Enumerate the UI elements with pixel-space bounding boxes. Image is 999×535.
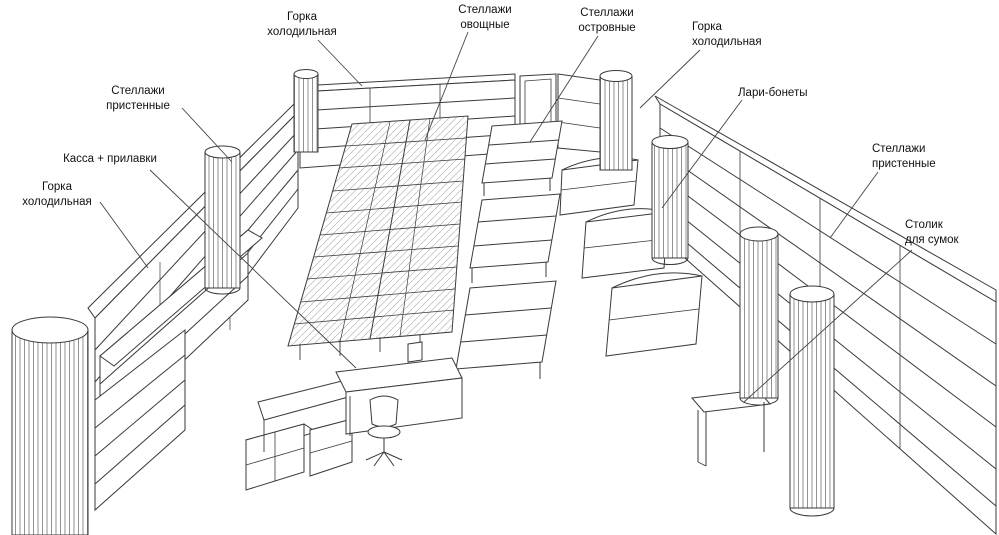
island-shelving bbox=[456, 121, 562, 386]
label-stellazhi-pristennye-right: Стеллажи пристенные bbox=[872, 143, 936, 170]
column-back-left bbox=[294, 70, 318, 153]
storage-cubes bbox=[246, 419, 362, 490]
column-right-middle bbox=[652, 136, 688, 265]
back-right-wall bbox=[558, 74, 600, 152]
label-gorka-kholodilnaya-left: Горка холодильная bbox=[22, 181, 92, 208]
column-left-middle bbox=[205, 146, 240, 294]
column-front-left bbox=[12, 317, 88, 535]
label-kassa-prilavki: Касса + прилавки bbox=[63, 153, 157, 165]
left-refrigerated-unit bbox=[95, 330, 185, 510]
column-right-front-1 bbox=[740, 227, 778, 405]
vegetable-racks bbox=[288, 116, 468, 360]
label-gorka-kholodilnaya-back-right: Горка холодильная bbox=[692, 21, 762, 48]
leader-lines bbox=[100, 32, 912, 402]
label-gorka-kholodilnaya-back-left: Горка холодильная bbox=[267, 11, 337, 38]
label-lari-bonety: Лари-бонеты bbox=[738, 87, 808, 99]
label-stolik-dlya-sumok: Столик для сумок bbox=[905, 219, 959, 246]
label-stellazhi-ovoshchnye: Стеллажи овощные bbox=[458, 4, 512, 31]
label-stellazhi-ostrovnye: Стеллажи островные bbox=[578, 7, 636, 34]
chest-freezers bbox=[560, 158, 702, 356]
column-back-right bbox=[600, 71, 632, 171]
label-stellazhi-pristennye-left: Стеллажи пристенные bbox=[106, 85, 170, 112]
column-right-front-2 bbox=[790, 286, 834, 516]
office-chair bbox=[366, 396, 402, 466]
bags-table bbox=[692, 390, 770, 466]
